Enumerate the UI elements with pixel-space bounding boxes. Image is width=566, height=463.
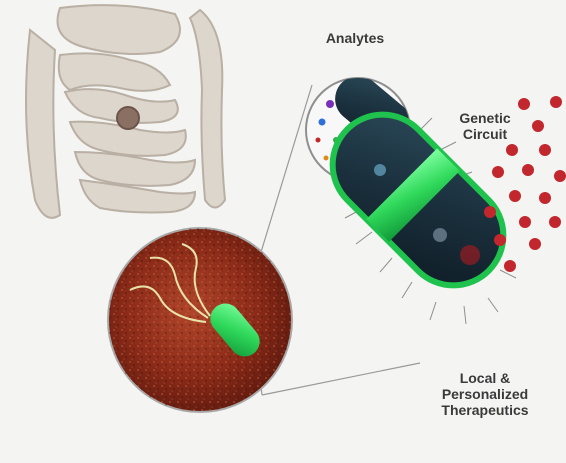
therapeutics-line-2: Personalized <box>420 386 550 402</box>
genetic-circuit-label: Genetic Circuit <box>430 110 540 142</box>
genetic-circuit-line-2: Circuit <box>430 126 540 142</box>
therapeutics-line-3: Therapeutics <box>420 402 550 418</box>
analytes-text: Analytes <box>326 30 384 46</box>
intestine-illustration <box>26 5 225 218</box>
therapeutics-label: Local & Personalized Therapeutics <box>420 370 550 418</box>
therapeutics-line-1: Local & <box>420 370 550 386</box>
genetic-circuit-line-1: Genetic <box>430 110 540 126</box>
tissue-magnifier <box>108 228 292 412</box>
analytes-label: Analytes <box>300 30 410 46</box>
